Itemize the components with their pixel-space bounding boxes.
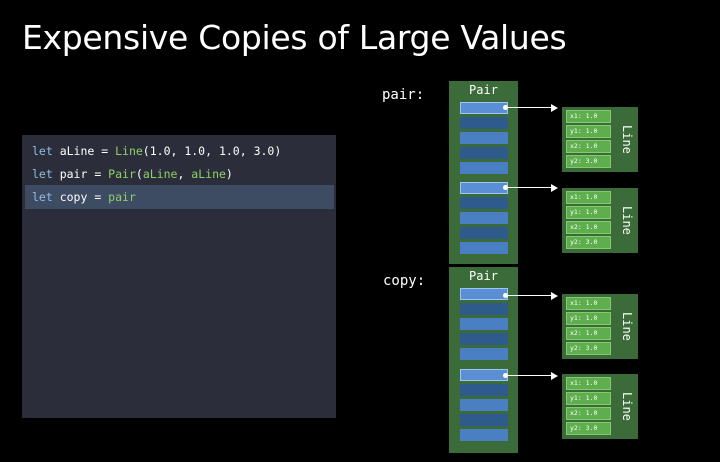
line-box-label: Line xyxy=(620,206,634,235)
line-field-x1: x1: 1.0 xyxy=(566,297,611,310)
line-field-y1: y1: 1.0 xyxy=(566,312,611,325)
code-line-copy: let copy = pair xyxy=(25,185,334,209)
code-arg-aline-2: aLine xyxy=(191,167,226,181)
pair-slot xyxy=(460,414,508,426)
line-field-x2: x2: 1.0 xyxy=(566,221,611,234)
pair-variable-label: pair: xyxy=(382,87,425,103)
pair-slot xyxy=(460,399,508,411)
code-paren-close: ) xyxy=(225,167,233,181)
line-field-x2: x2: 1.0 xyxy=(566,407,611,420)
reference-dot xyxy=(503,373,508,378)
pair-slot-ref-second xyxy=(460,369,508,381)
line-field-y1: y1: 1.0 xyxy=(566,206,611,219)
pair-box-title: Pair xyxy=(469,269,498,283)
pair-slot xyxy=(460,242,508,254)
pair-slot-ref-first xyxy=(460,102,508,114)
code-identifier: copy = xyxy=(52,190,109,204)
line-field-y2: y2: 3.0 xyxy=(566,236,611,249)
code-line-aline: let aLine = Line(1.0, 1.0, 1.0, 3.0) xyxy=(25,139,334,163)
line-field-x2: x2: 1.0 xyxy=(566,140,611,153)
pair-slot xyxy=(460,117,508,129)
reference-arrow xyxy=(506,375,551,376)
keyword-let: let xyxy=(32,190,53,204)
reference-dot xyxy=(503,293,508,298)
pair-slot xyxy=(460,384,508,396)
arrow-head-icon xyxy=(551,104,558,112)
pair-box-original: Pair xyxy=(449,81,518,264)
keyword-let: let xyxy=(32,167,53,181)
pair-slot xyxy=(460,429,508,441)
code-identifier: aLine = xyxy=(52,144,116,158)
arrow-head-icon xyxy=(551,372,558,380)
reference-dot xyxy=(503,105,508,110)
code-args: (1.0, 1.0, 1.0, 3.0) xyxy=(142,144,282,158)
pair-slot xyxy=(460,333,508,345)
arrow-head-icon xyxy=(551,184,558,192)
pair-box-title: Pair xyxy=(469,83,498,97)
pair-box-copy: Pair xyxy=(449,267,518,453)
code-separator: , xyxy=(177,167,192,181)
line-box: x1: 1.0 y1: 1.0 x2: 1.0 y2: 3.0 Line xyxy=(562,107,638,172)
pair-slot xyxy=(460,348,508,360)
line-box: x1: 1.0 y1: 1.0 x2: 1.0 y2: 3.0 Line xyxy=(562,374,638,439)
line-box: x1: 1.0 y1: 1.0 x2: 1.0 y2: 3.0 Line xyxy=(562,188,638,253)
line-field-y2: y2: 3.0 xyxy=(566,342,611,355)
pair-slot-ref-second xyxy=(460,182,508,194)
pair-slot xyxy=(460,227,508,239)
code-type-line: Line xyxy=(115,144,143,158)
line-field-y1: y1: 1.0 xyxy=(566,392,611,405)
line-box-label: Line xyxy=(620,392,634,421)
code-identifier: pair = xyxy=(52,167,109,181)
pair-slot xyxy=(460,212,508,224)
copy-variable-label: copy: xyxy=(383,273,426,289)
reference-dot xyxy=(503,185,508,190)
arrow-head-icon xyxy=(551,292,558,300)
line-field-y2: y2: 3.0 xyxy=(566,155,611,168)
pair-slot xyxy=(460,132,508,144)
line-field-x1: x1: 1.0 xyxy=(566,191,611,204)
code-panel: let aLine = Line(1.0, 1.0, 1.0, 3.0) let… xyxy=(22,135,336,418)
reference-arrow xyxy=(506,107,551,108)
pair-slot xyxy=(460,318,508,330)
pair-slot xyxy=(460,303,508,315)
line-box-label: Line xyxy=(620,312,634,341)
reference-arrow xyxy=(506,295,551,296)
line-box: x1: 1.0 y1: 1.0 x2: 1.0 y2: 3.0 Line xyxy=(562,294,638,359)
pair-slot xyxy=(460,147,508,159)
line-field-y2: y2: 3.0 xyxy=(566,422,611,435)
slide-title: Expensive Copies of Large Values xyxy=(22,18,567,57)
code-type-pair: Pair xyxy=(108,167,136,181)
pair-slot xyxy=(460,197,508,209)
pair-slot-ref-first xyxy=(460,288,508,300)
code-arg-aline-1: aLine xyxy=(142,167,178,181)
pair-slot xyxy=(460,162,508,174)
line-field-x1: x1: 1.0 xyxy=(566,110,611,123)
line-field-x1: x1: 1.0 xyxy=(566,377,611,390)
line-field-y1: y1: 1.0 xyxy=(566,125,611,138)
line-box-label: Line xyxy=(620,125,634,154)
reference-arrow xyxy=(506,187,551,188)
code-line-pair: let pair = Pair(aLine, aLine) xyxy=(25,162,334,186)
code-paren-open: ( xyxy=(135,167,143,181)
code-value-pair: pair xyxy=(108,190,136,204)
line-field-x2: x2: 1.0 xyxy=(566,327,611,340)
keyword-let: let xyxy=(32,144,53,158)
